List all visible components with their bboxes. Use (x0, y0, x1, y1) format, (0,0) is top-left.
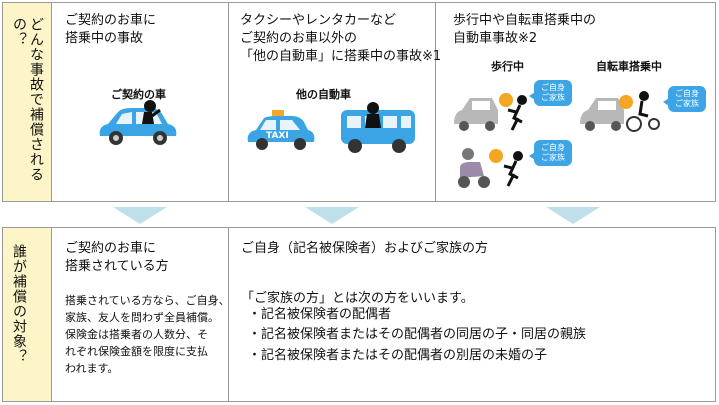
bottom-side-label: 誰が補償の対象？ (11, 244, 27, 364)
scooter-accident-illustration (458, 148, 523, 188)
top-col3-bike-label: 自転車搭乗中 (596, 60, 662, 73)
bottom-content-panel (51, 227, 716, 402)
top-col1-title-2: 搭乗中の事故 (65, 31, 144, 46)
arrow-down-col2 (305, 207, 359, 224)
top-side-panel: どんな事故で補償されるの？ (2, 2, 52, 202)
scooter-bubble-line2: ご家族 (541, 153, 565, 162)
bike-bubble: ご自身ご家族 (663, 86, 706, 112)
scooter-bubble: ご自身ご家族 (529, 140, 572, 166)
bottom-col1-desc-4: れぞれ保険金額を限度に支払 (65, 345, 208, 358)
walk-bubble-line2: ご家族 (541, 93, 565, 102)
top-col2-title-3: 「他の自動車」に搭乗中の事故※1 (240, 49, 442, 64)
bottom-col1-title-2: 搭乗されている方 (65, 259, 169, 274)
walk-bubble-line1: ご自身 (541, 83, 565, 92)
bottom-col1-desc-3: 保険金は搭乗者の人数分、そ (65, 328, 208, 341)
walk-bubble: ご自身ご家族 (529, 80, 572, 106)
bottom-side-panel: 誰が補償の対象？ (2, 227, 52, 402)
bottom-col2-item-3: ・記名被保険者またはその配偶者の別居の未婚の子 (248, 348, 548, 363)
bus-illustration (341, 102, 415, 153)
bottom-divider (228, 227, 229, 402)
top-divider-1 (228, 2, 229, 202)
bottom-col2-item-2: ・記名被保険者またはその配偶者の同居の子・同居の親族 (248, 327, 587, 342)
top-col2-title-1: タクシーやレンタカーなど (240, 13, 397, 28)
top-side-label: どんな事故で補償されるの？ (11, 17, 44, 182)
top-col1-car-label: ご契約の車 (111, 88, 166, 101)
top-col1-title-1: ご契約のお車に (65, 13, 157, 28)
top-col3-title-1: 歩行中や自転車搭乗中の (453, 13, 597, 28)
bottom-col1-title-1: ご契約のお車に (65, 241, 157, 256)
bike-accident-illustration (580, 91, 660, 132)
own-car-illustration (99, 100, 177, 145)
taxi-sign: TAXI (266, 131, 289, 141)
bottom-col1-desc-1: 搭乗されている方なら、ご自身、 (65, 294, 230, 307)
arrow-down-col1 (113, 207, 167, 224)
bottom-col2-item-1: ・記名被保険者の配偶者 (248, 307, 392, 322)
top-col2-title-2: ご契約のお車以外の (240, 31, 358, 46)
top-col3-title-2: 自動車事故※2 (453, 31, 538, 46)
top-col2-car-label: 他の自動車 (296, 88, 351, 101)
taxi-illustration (247, 110, 315, 150)
bottom-col2-title: ご自身（記名被保険者）およびご家族の方 (241, 241, 489, 256)
bike-bubble-line1: ご自身 (675, 89, 699, 98)
walk-accident-illustration (454, 93, 527, 131)
bike-bubble-line2: ご家族 (675, 99, 699, 108)
top-divider-2 (435, 2, 436, 202)
arrow-down-col3 (546, 207, 600, 224)
bottom-col1-desc-2: 家族、友人を問わず全員補償。 (65, 311, 219, 324)
scooter-bubble-line1: ご自身 (541, 143, 565, 152)
bottom-col1-desc-5: われます。 (65, 362, 119, 375)
top-col3-walk-label: 歩行中 (491, 60, 524, 73)
bottom-col2-intro: 「ご家族の方」とは次の方をいいます。 (241, 291, 474, 306)
